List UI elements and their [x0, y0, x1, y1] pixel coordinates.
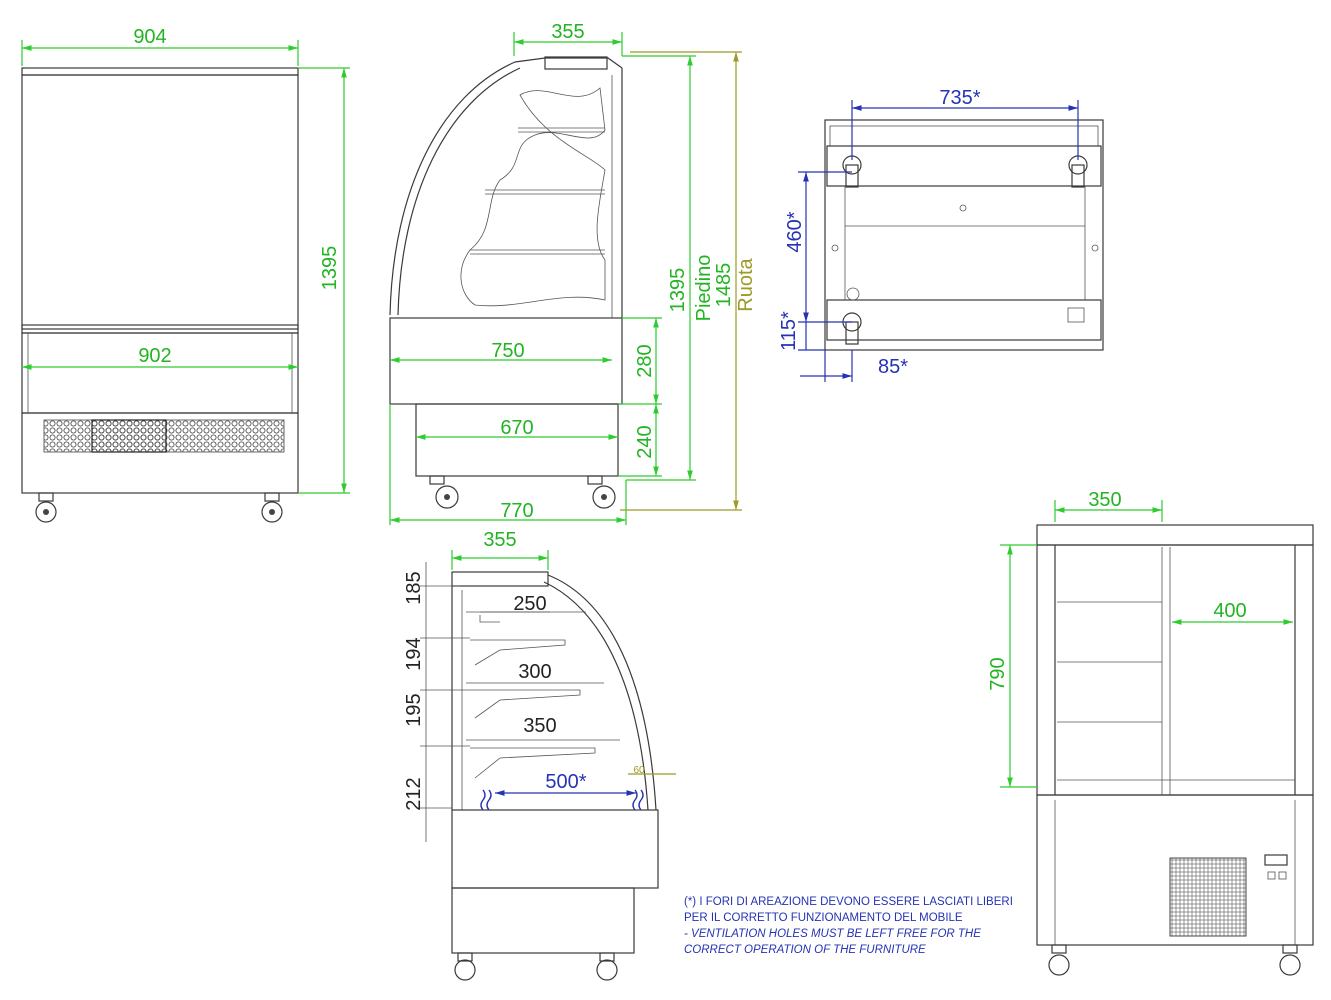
- dim-plan-offset-y: 115*: [778, 311, 800, 351]
- dim-sec-h4: 212: [403, 777, 425, 810]
- dim-sec-shelf1: 250: [513, 593, 546, 615]
- back-view: [1000, 500, 1314, 976]
- dim-side-piedino-label: Piedino: [693, 255, 715, 322]
- thermostat-display-icon: [1264, 854, 1288, 866]
- dim-plan-width: 735*: [939, 87, 980, 109]
- dim-sec-top: 355: [483, 529, 516, 551]
- dim-back-width: 400: [1213, 600, 1246, 622]
- airflow-icon: [632, 789, 644, 811]
- dim-sec-vent: 500*: [545, 771, 586, 793]
- caster-icon: [261, 492, 283, 523]
- side-view: [389, 32, 742, 525]
- note-en-line2: CORRECT OPERATION OF THE FURNITURE: [684, 944, 926, 956]
- dim-side-h240: 240: [634, 425, 656, 458]
- caster-icon: [587, 475, 616, 509]
- dim-sec-gap: 60: [633, 765, 645, 776]
- caster-icon: [454, 952, 476, 981]
- dim-front-height: 1395: [319, 246, 341, 291]
- caster-icon: [1279, 944, 1301, 976]
- dim-front-top-width: 904: [133, 26, 166, 48]
- dim-side-piedino-value: 1485: [713, 263, 735, 308]
- caster-icon: [842, 312, 862, 345]
- note-it-line2: PER IL CORRETTO FUNZIONAMENTO DEL MOBILE: [684, 912, 963, 924]
- dim-back-top: 350: [1088, 489, 1121, 511]
- dim-plan-depth: 460*: [784, 211, 806, 252]
- dim-sec-h2: 194: [403, 637, 425, 670]
- dim-back-height: 790: [987, 657, 1009, 690]
- caster-icon: [35, 492, 57, 523]
- dim-side-h1395: 1395: [667, 268, 689, 313]
- switch-icon: [1267, 871, 1276, 880]
- front-view: [21, 40, 350, 523]
- dim-sec-shelf3: 350: [523, 715, 556, 737]
- airflow-icon: [480, 789, 492, 811]
- dim-sec-shelf2: 300: [518, 661, 551, 683]
- dim-sec-h3: 195: [403, 693, 425, 726]
- caster-icon: [1048, 944, 1070, 976]
- dim-sec-h1: 185: [403, 571, 425, 604]
- switch-icon: [1278, 871, 1287, 880]
- note-en-line1: - VENTILATION HOLES MUST BE LEFT FREE FO…: [684, 928, 981, 940]
- ventilation-note: (*) I FORI DI AREAZIONE DEVONO ESSERE LA…: [684, 894, 1013, 958]
- dim-side-h280: 280: [634, 344, 656, 377]
- caster-icon: [1068, 155, 1088, 188]
- section-view: [420, 550, 676, 981]
- dim-side-inner: 670: [500, 417, 533, 439]
- note-it-line1: (*) I FORI DI AREAZIONE DEVONO ESSERE LA…: [684, 896, 1013, 908]
- dim-side-top: 355: [551, 21, 584, 43]
- plan-view: [798, 100, 1104, 382]
- dim-side-depth: 750: [491, 340, 524, 362]
- caster-icon: [429, 475, 459, 509]
- caster-icon: [596, 952, 618, 981]
- dim-front-base-width: 902: [138, 345, 171, 367]
- dim-side-overall: 770: [500, 500, 533, 522]
- dim-plan-offset-x: 85*: [878, 356, 908, 378]
- dim-side-ruota-label: Ruota: [735, 257, 757, 311]
